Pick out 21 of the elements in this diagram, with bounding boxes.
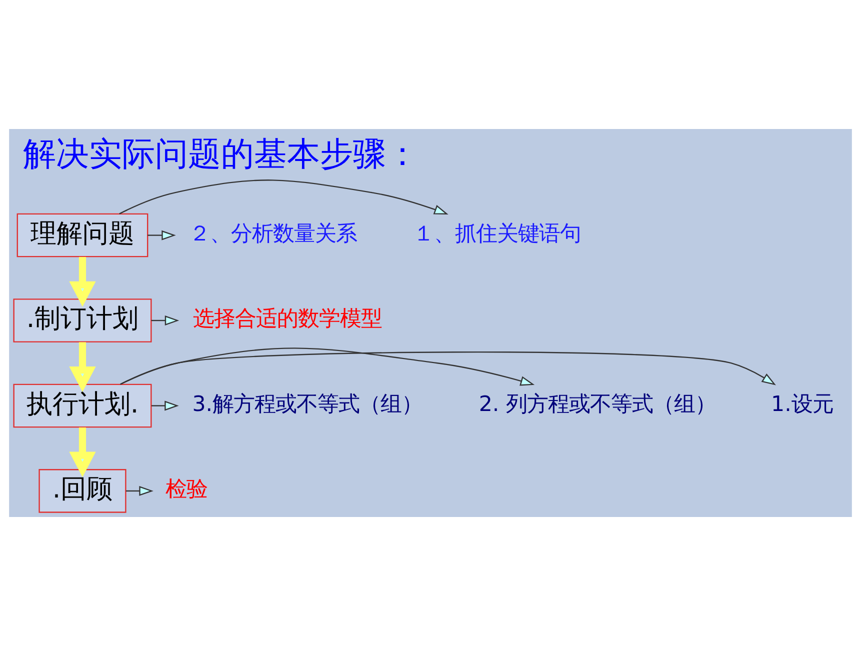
node-text: 1.设元 (770, 391, 833, 416)
node-box: .制订计划 (12, 298, 152, 342)
node-box: .回顾 (38, 468, 126, 512)
arrow (150, 315, 179, 325)
arrow (68, 256, 96, 306)
arrow (147, 230, 176, 240)
node-text: １、抓住关键语句 (412, 220, 580, 246)
arrow (68, 342, 96, 392)
diagram-title: 解决实际问题的基本步骤： (22, 133, 418, 172)
node-text: ２、分析数量关系 (188, 220, 357, 246)
node-text: 3.解方程或不等式（组） (192, 391, 422, 416)
arrow (68, 426, 96, 477)
node-text: 检验 (165, 476, 208, 502)
arrow (118, 179, 448, 214)
node-text: 2. 列方程或不等式（组） (478, 391, 716, 416)
arrow (126, 485, 153, 496)
node-box: 执行计划. (12, 383, 152, 428)
arrow (120, 347, 534, 386)
node-text: 选择合适的数学模型 (192, 306, 382, 332)
arrow (150, 400, 178, 410)
node-box: 理解问题 (16, 212, 148, 257)
